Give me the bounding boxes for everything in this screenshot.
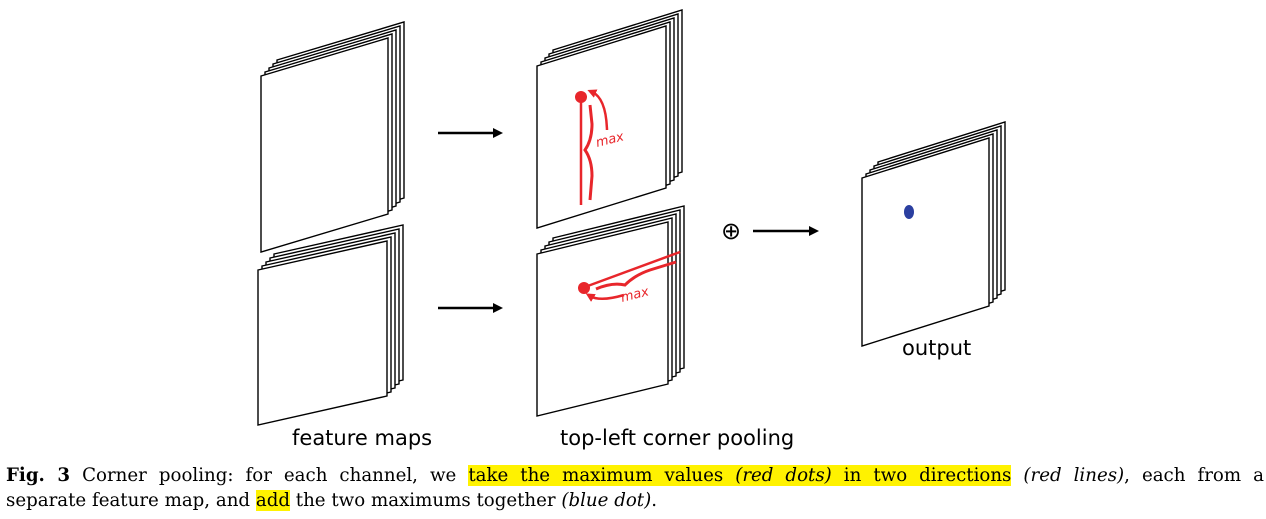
figure-caption: Fig. 3 Corner pooling: for each channel,… [6,463,1264,513]
caption-text [1011,465,1023,486]
label-feature-maps: feature maps [292,426,432,450]
caption-highlight-2: add [255,490,290,511]
oplus-symbol: ⊕ [721,217,741,245]
caption-italic: (red lines) [1023,465,1125,486]
caption-italic: (blue dot) [561,490,652,511]
caption-italic: (red dots) [735,465,832,486]
caption-text: take the maximum values [468,465,736,486]
caption-highlight-1: take the maximum values (red dots) in tw… [468,465,1012,486]
caption-text: separate feature map, and [6,490,256,511]
red-dot-top [575,91,587,103]
pooling-stack-bottom [536,205,685,417]
pooling-stack-top [536,9,683,229]
vertical-max-annotation: max [575,89,626,205]
caption-line-1: Fig. 3 Corner pooling: for each channel,… [6,463,1264,488]
caption-text: in two directions [831,465,1012,486]
label-output: output [902,336,971,360]
caption-line-2: separate feature map, and add the two ma… [6,488,1264,513]
caption-text: , each from a [1124,465,1264,486]
red-dot-bottom [578,282,590,294]
label-corner-pooling: top-left corner pooling [560,426,794,450]
caption-text: Corner pooling: for each channel, we [70,465,469,486]
output-stack [861,121,1006,347]
max-label-vertical: max [594,129,625,150]
max-label-horizontal: max [619,284,650,305]
feature-map-stack-top [260,21,405,253]
horizontal-max-annotation: max [578,250,681,306]
blue-dot [904,205,914,219]
caption-text: the two maximums together [290,490,562,511]
feature-map-stack-bottom [257,224,404,426]
caption-text: . [651,490,657,511]
caption-fig-number: Fig. 3 [6,465,71,486]
